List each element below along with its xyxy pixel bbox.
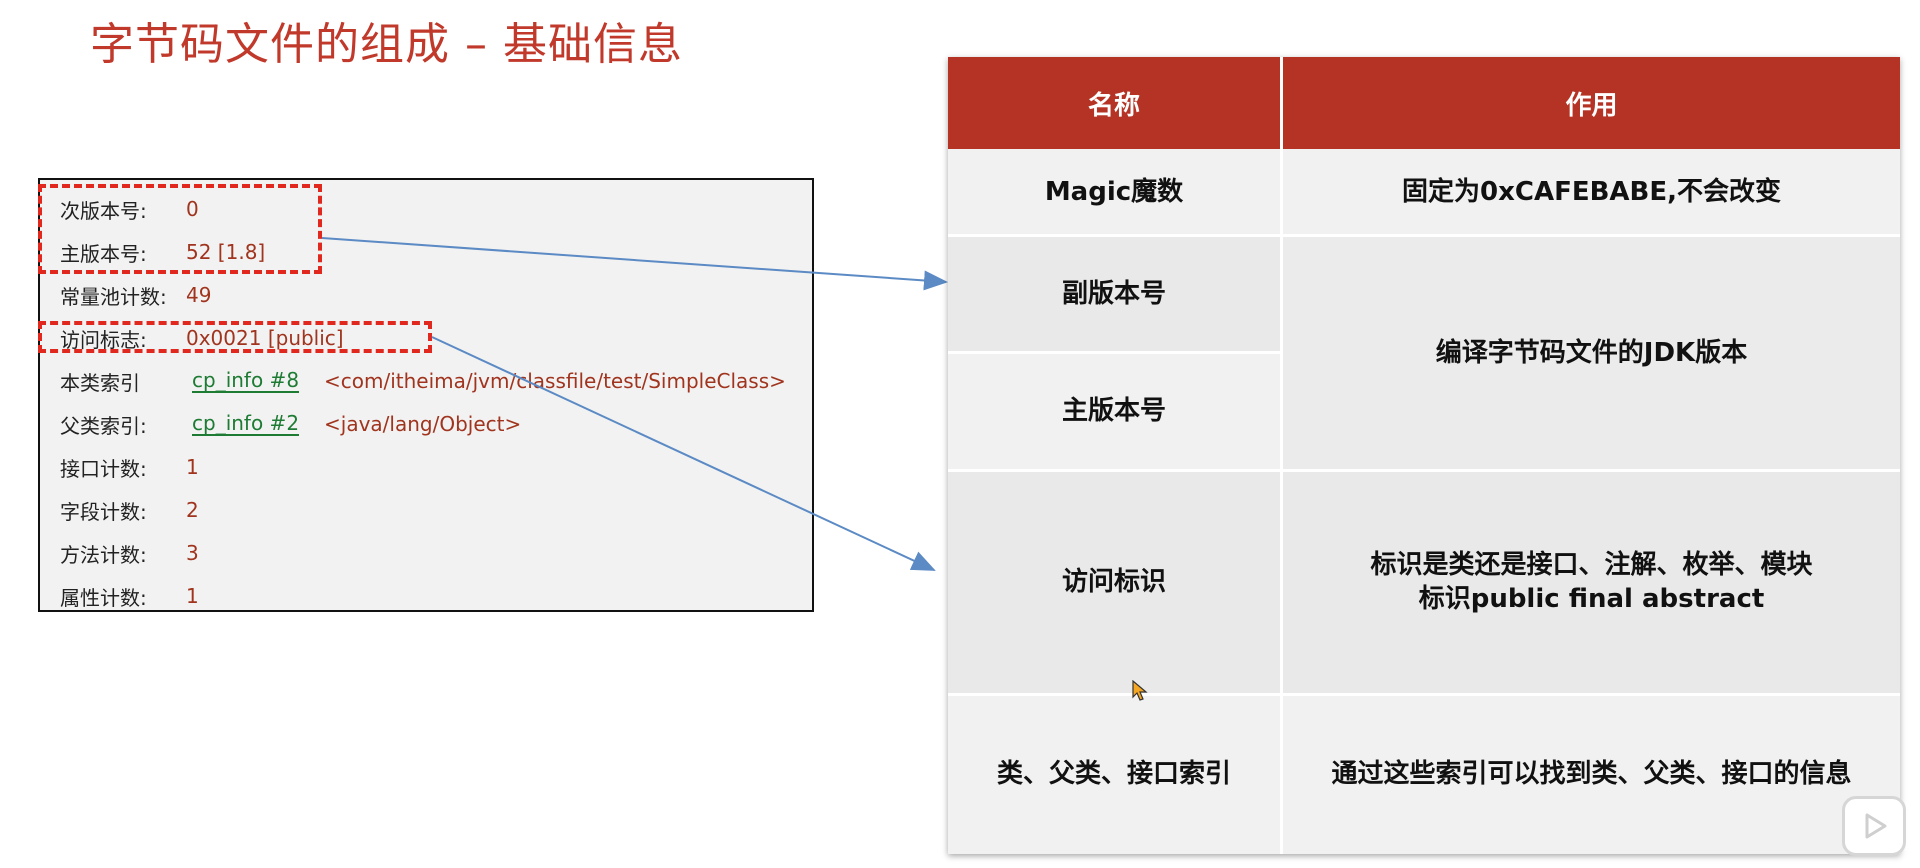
version-highlight-box xyxy=(38,184,322,274)
bytecode-info-table: 名称 作用 Magic魔数 固定为0xCAFEBABE,不会改变 副版本号 主版… xyxy=(948,57,1900,854)
access-flags-highlight-box xyxy=(38,321,432,353)
row-divider xyxy=(948,234,1900,237)
info-label: 本类索引 xyxy=(60,370,140,395)
info-value: 0x0021 [public] xyxy=(186,326,344,350)
class-reference: <java/lang/Object> xyxy=(324,412,522,436)
info-value: 2 xyxy=(186,498,199,522)
info-label: 字段计数: xyxy=(60,499,147,524)
table-cell-name: 主版本号 xyxy=(948,352,1280,470)
info-value: 49 xyxy=(186,283,212,307)
column-divider xyxy=(1280,57,1283,854)
info-label: 次版本号: xyxy=(60,198,147,223)
table-cell-name: 类、父类、接口索引 xyxy=(948,694,1280,854)
info-label: 父类索引: xyxy=(60,413,147,438)
slide-title: 字节码文件的组成 – 基础信息 xyxy=(90,19,683,70)
info-label: 属性计数: xyxy=(60,585,147,610)
purpose-line: 标识public final abstract xyxy=(1418,584,1765,614)
table-cell-name: Magic魔数 xyxy=(948,149,1280,235)
table-cell-purpose: 编译字节码文件的JDK版本 xyxy=(1283,235,1900,470)
row-divider xyxy=(948,351,1280,354)
table-header-purpose: 作用 xyxy=(1283,57,1900,149)
info-label: 方法计数: xyxy=(60,542,147,567)
table-cell-name: 访问标识 xyxy=(948,470,1280,694)
video-play-icon[interactable] xyxy=(1842,796,1906,856)
info-label: 访问标志: xyxy=(60,327,147,352)
info-label: 常量池计数: xyxy=(60,284,167,309)
table-cell-purpose: 标识是类还是接口、注解、枚举、模块 标识public final abstrac… xyxy=(1283,470,1900,694)
table-header-name: 名称 xyxy=(948,57,1280,149)
purpose-line: 标识是类还是接口、注解、枚举、模块 xyxy=(1370,550,1813,580)
mouse-cursor-icon xyxy=(1132,680,1148,701)
info-value: 0 xyxy=(186,197,199,221)
row-divider xyxy=(948,469,1900,472)
info-value: 1 xyxy=(186,455,199,479)
arrow-access-flags xyxy=(431,336,936,571)
info-value: 52 [1.8] xyxy=(186,240,266,264)
class-reference: <com/itheima/jvm/classfile/test/SimpleCl… xyxy=(324,369,786,393)
table-cell-purpose: 固定为0xCAFEBABE,不会改变 xyxy=(1283,149,1900,235)
table-cell-purpose: 通过这些索引可以找到类、父类、接口的信息 xyxy=(1283,694,1900,854)
row-divider xyxy=(948,693,1900,696)
cp-info-link[interactable]: cp_info #8 xyxy=(192,368,300,393)
info-label: 接口计数: xyxy=(60,456,147,481)
arrow-version xyxy=(321,237,948,291)
info-label: 主版本号: xyxy=(60,241,147,266)
table-cell-name: 副版本号 xyxy=(948,235,1280,352)
info-value: 3 xyxy=(186,541,199,565)
info-value: 1 xyxy=(186,584,199,608)
bytecode-info-panel: 次版本号: 0 主版本号: 52 [1.8] 常量池计数: 49 访问标志: 0… xyxy=(38,178,814,612)
cp-info-link[interactable]: cp_info #2 xyxy=(192,411,300,436)
